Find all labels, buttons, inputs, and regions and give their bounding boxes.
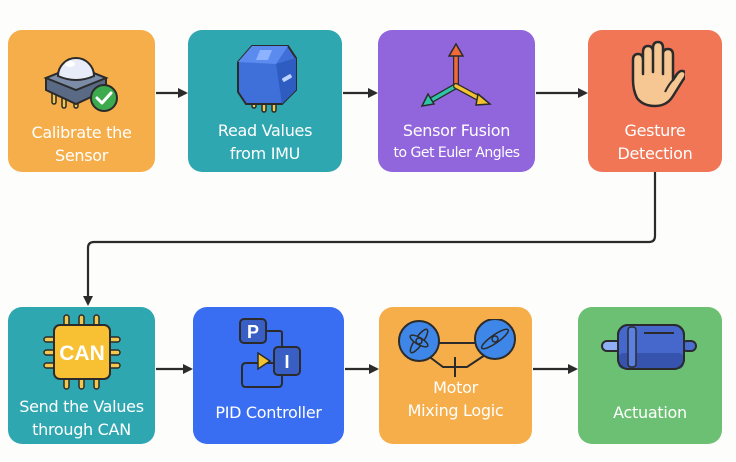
step-label: Calibrate the Sensor [31, 123, 132, 165]
pid-block-icon: P I [239, 318, 301, 388]
can-chip-text: CAN [59, 342, 105, 365]
step-pid: P I PID Controller [193, 307, 344, 444]
step-label: Motor Mixing Logic [407, 378, 504, 420]
imu-chip-icon [237, 45, 297, 113]
step-label: Sensor Fusion to Get Euler Angles [393, 121, 520, 161]
step-label: Read Values from IMU [217, 121, 313, 163]
step-label: Gesture Detection [617, 121, 693, 163]
pid-i-text: I [284, 352, 289, 372]
arrow-gesture-to-can [83, 172, 657, 306]
step-label: Send the Values through CAN [19, 397, 144, 439]
step-label: Actuation [613, 403, 687, 422]
step-can: CAN Send the Values through CAN [8, 307, 155, 444]
step-gesture: Gesture Detection [588, 30, 722, 172]
step-mixing: Motor Mixing Logic [379, 307, 532, 444]
step-read-imu: Read Values from IMU [188, 30, 342, 172]
xyz-axes-icon [420, 42, 492, 107]
pid-p-text: P [247, 322, 259, 342]
propellers-icon [398, 319, 516, 377]
step-fusion: Sensor Fusion to Get Euler Angles [378, 30, 535, 172]
can-chip-icon: CAN [43, 314, 121, 390]
hand-icon [631, 40, 685, 108]
step-calibrate: Calibrate the Sensor [8, 30, 155, 172]
step-label: PID Controller [215, 403, 322, 422]
motor-icon [601, 324, 697, 370]
sensor-check-icon [43, 57, 118, 112]
step-actuation: Actuation [578, 307, 722, 444]
